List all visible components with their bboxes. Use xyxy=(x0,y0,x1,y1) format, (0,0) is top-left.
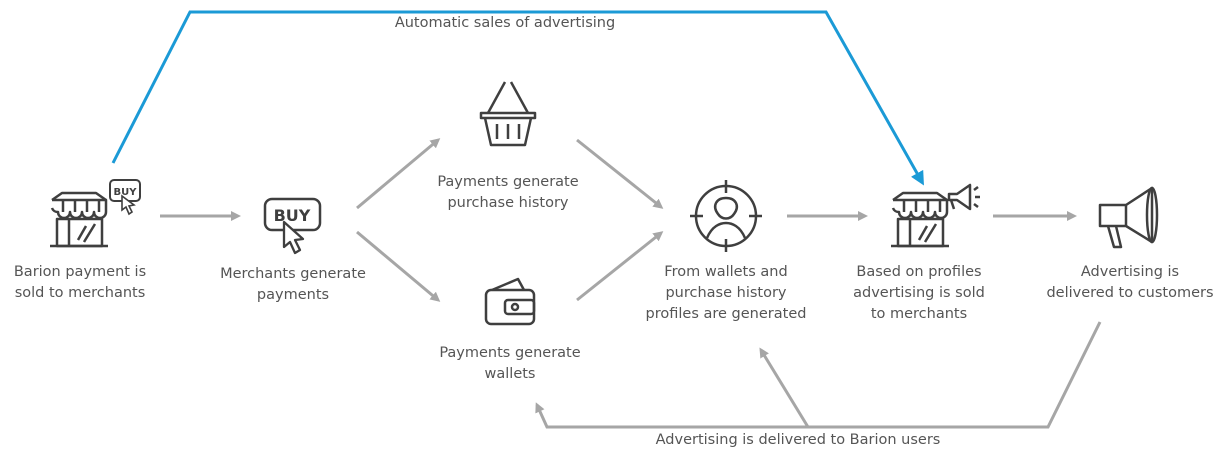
node-label-profiles: From wallets and purchase history profil… xyxy=(646,262,807,325)
label-line: Merchants generate xyxy=(220,266,366,282)
label-line: payments xyxy=(256,287,330,303)
label-line: wallets xyxy=(484,366,536,382)
svg-text:BUY: BUY xyxy=(274,206,311,225)
profile-target-icon xyxy=(690,180,762,252)
label-line: From wallets and xyxy=(664,264,788,280)
megaphone-icon xyxy=(1098,186,1159,249)
label-line: Payments generate xyxy=(439,345,581,361)
return-to-profiles-arrow xyxy=(759,347,810,428)
label-line: purchase history xyxy=(447,195,569,211)
node-label-merchant-payments: Merchants generate payments xyxy=(220,264,366,306)
node-label-merchant-shop: Barion payment is sold to merchants xyxy=(14,262,146,304)
arrow-wallets-to-profiles xyxy=(576,231,664,302)
label-line: Advertising is xyxy=(1080,264,1180,280)
svg-text:BUY: BUY xyxy=(114,187,138,198)
buy-badge-icon: BUY xyxy=(109,179,141,216)
label-line: purchase history xyxy=(665,285,787,301)
buy-button-icon: BUY xyxy=(263,197,322,255)
label-line: delivered to customers xyxy=(1046,285,1213,301)
delivery-return-connector xyxy=(535,321,1102,429)
arrow-history-to-profiles xyxy=(576,138,664,209)
node-label-ad-delivery: Advertising is delivered to customers xyxy=(1046,262,1213,304)
arrow-payments-to-history xyxy=(356,138,441,210)
basket-icon xyxy=(479,81,537,147)
shop-megaphone-icon xyxy=(891,183,980,248)
label-line: advertising is sold xyxy=(853,285,985,301)
wallet-icon xyxy=(484,277,536,326)
automatic-sales-label: Automatic sales of advertising xyxy=(394,15,616,31)
arrow-payments-to-wallets xyxy=(356,230,441,302)
label-line: sold to merchants xyxy=(14,285,146,301)
label-line: to merchants xyxy=(870,306,968,322)
label-line: Based on profiles xyxy=(856,264,982,280)
barion-users-label: Advertising is delivered to Barion users xyxy=(655,432,941,448)
label-line: Payments generate xyxy=(437,174,579,190)
node-label-purchase-history: Payments generate purchase history xyxy=(437,172,578,214)
label-line: Barion payment is xyxy=(13,264,147,280)
node-label-wallets: Payments generate wallets xyxy=(439,343,580,385)
label-line: profiles are generated xyxy=(645,306,807,322)
shop-icon xyxy=(50,191,108,248)
node-label-ad-sales: Based on profiles advertising is sold to… xyxy=(853,262,985,325)
automatic-sales-connector xyxy=(111,10,924,186)
